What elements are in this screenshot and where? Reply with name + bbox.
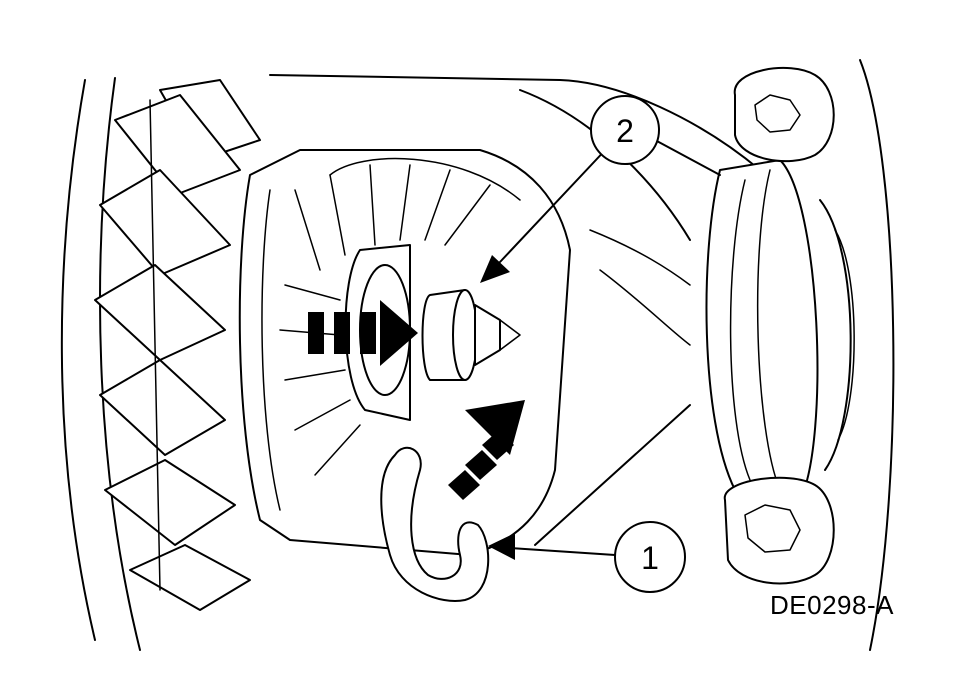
differential-case (238, 149, 571, 556)
figure-id-label: DE0298-A (770, 590, 894, 620)
callout-1-number: 1 (641, 540, 659, 576)
bolt-bottom (723, 476, 835, 585)
callout-1: 1 (614, 521, 686, 593)
callout-1-leader (488, 404, 691, 560)
hook-tool (380, 446, 490, 602)
push-arrow-horizontal (308, 300, 418, 366)
bearing-cap (705, 159, 855, 501)
bolt-top (733, 67, 835, 163)
housing-outline (60, 59, 895, 651)
callout-2-number: 2 (616, 113, 634, 149)
pull-arrow-diagonal (448, 400, 525, 500)
ring-gear (94, 79, 261, 611)
callout-2-leader (480, 139, 721, 283)
callout-2: 2 (590, 95, 660, 165)
